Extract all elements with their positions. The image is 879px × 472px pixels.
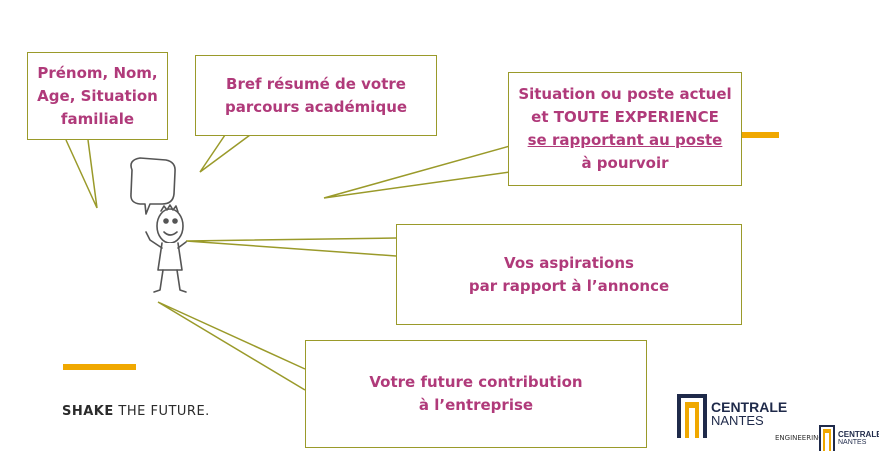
centrale-nantes-logo: CENTRALE NANTES: [677, 392, 787, 440]
contribution-line: Votre future contribution: [369, 373, 583, 391]
accent-bar-left: [63, 364, 136, 370]
slogan-bold: SHAKE: [62, 404, 114, 419]
contribution-callout: Votre future contribution à l’entreprise: [305, 340, 647, 448]
engineering-label: ENGINEERING: [775, 434, 824, 442]
aspirations-pointer: [185, 237, 397, 257]
academic-pointer: [199, 134, 251, 173]
aspirations-line: Vos aspirations: [504, 253, 634, 272]
logo-text-line1: CENTRALE: [711, 399, 788, 415]
small-logo-mark-icon: [819, 425, 835, 451]
speech-bubble-icon: [130, 157, 176, 215]
aspirations-line: par rapport à l’annonce: [468, 276, 670, 295]
slogan-rest: THE FUTURE.: [113, 404, 210, 419]
stick-figure-illustration: [130, 157, 187, 293]
identity-line: familiale: [60, 109, 135, 128]
logo-text-line2: NANTES: [711, 413, 764, 428]
situation-line-underlined: se rapportant au poste: [527, 131, 723, 149]
accent-bar-right: [742, 132, 779, 138]
situation-callout: Situation ou poste actuel et TOUTE EXPER…: [508, 72, 742, 186]
contribution-line: à l’entreprise: [418, 396, 534, 414]
identity-callout: Prénom, Nom, Age, Situation familiale: [27, 52, 168, 140]
academic-line: Bref résumé de votre: [226, 74, 406, 93]
situation-pointer: [323, 145, 511, 199]
academic-line: parcours académique: [224, 97, 408, 116]
small-logo-text-line2: NANTES: [838, 439, 867, 446]
contribution-pointer: [157, 301, 306, 391]
academic-callout: Bref résumé de votre parcours académique: [195, 55, 437, 136]
identity-line: Prénom, Nom,: [37, 63, 158, 82]
situation-line: et TOUTE EXPERIENCE: [531, 108, 719, 126]
logo-mark-icon: [677, 394, 707, 438]
situation-line: à pourvoir: [581, 154, 669, 172]
aspirations-callout: Vos aspirations par rapport à l’annonce: [396, 224, 742, 325]
slogan: SHAKE THE FUTURE.: [62, 404, 210, 419]
small-logo-text-line1: CENTRALE: [838, 430, 879, 439]
identity-line: Age, Situation: [37, 86, 158, 105]
centrale-nantes-small-logo: CENTRALE NANTES: [819, 425, 879, 453]
situation-line: Situation ou poste actuel: [518, 85, 732, 103]
identity-pointer: [65, 139, 98, 209]
